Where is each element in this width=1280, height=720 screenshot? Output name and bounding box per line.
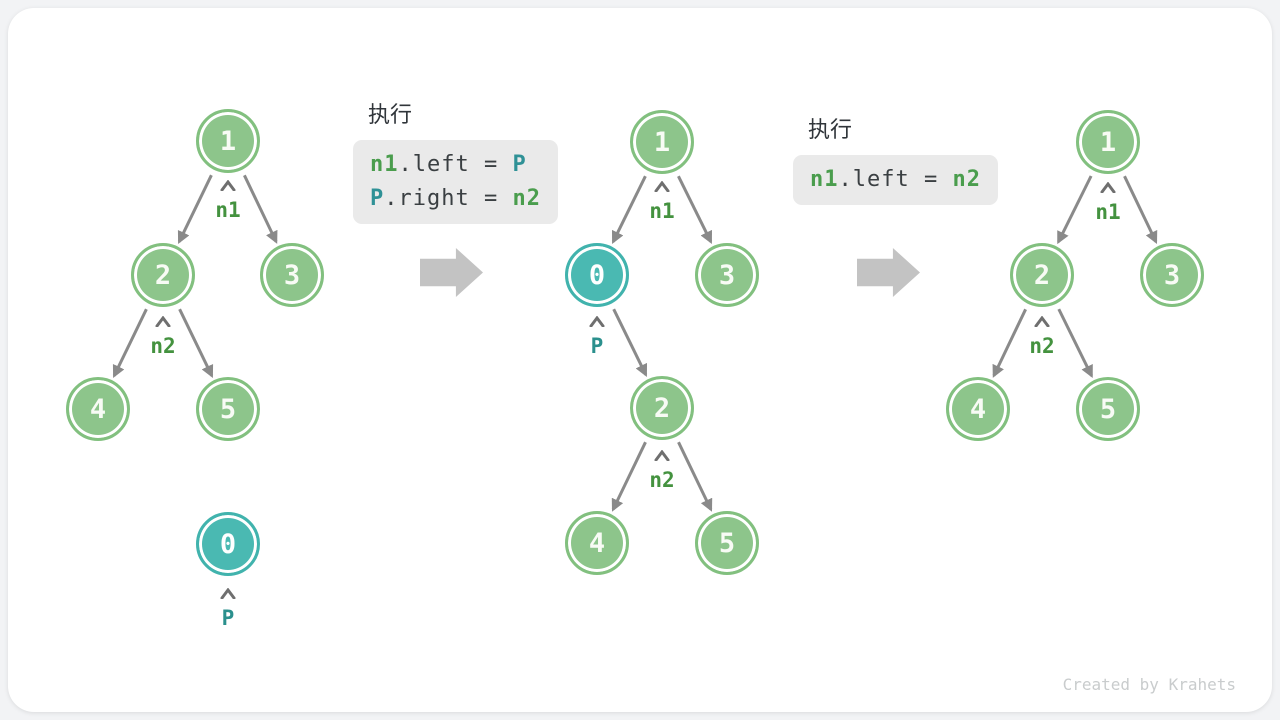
tree3-node-3: 3 xyxy=(1140,243,1204,307)
pointer-caret-icon xyxy=(1100,182,1116,193)
code-line: n1.left = n2 xyxy=(810,163,981,197)
pointer-caret-icon xyxy=(220,588,236,599)
code-token: P xyxy=(512,152,527,177)
code-line: P.right = n2 xyxy=(370,182,541,216)
tree2-node-0-p: 0 xyxy=(565,243,629,307)
tree3-node-5: 5 xyxy=(1076,377,1140,441)
code-token: P xyxy=(370,186,385,211)
pointer-p: P xyxy=(565,316,629,357)
tree1-edge-1-3 xyxy=(243,174,278,244)
pointer-p: P xyxy=(196,588,260,629)
pointer-n2: n2 xyxy=(630,450,694,491)
code-token: .right = xyxy=(384,186,513,211)
tree3-edge-2-5 xyxy=(1057,308,1093,379)
tree1-edge-1-2 xyxy=(177,174,213,244)
code-token: n1 xyxy=(370,152,399,177)
pointer-caret-icon xyxy=(654,181,670,192)
tree3-node-2: 2 xyxy=(1010,243,1074,307)
tree2-edge-2-5 xyxy=(677,441,713,512)
pointer-n1: n1 xyxy=(196,180,260,221)
tree2-node-4: 4 xyxy=(565,511,629,575)
tree2-edge-1-3 xyxy=(677,175,713,244)
pointer-label: n1 xyxy=(1095,200,1121,224)
tree2-edge-0-2 xyxy=(612,308,648,377)
code-token: n2 xyxy=(952,167,981,192)
pointer-caret-icon xyxy=(1034,316,1050,327)
tree2-edge-2-4 xyxy=(611,441,647,512)
pointer-n1: n1 xyxy=(1076,182,1140,223)
tree2-node-2: 2 xyxy=(630,376,694,440)
tree1-node-2: 2 xyxy=(131,243,195,307)
tree3-edge-1-2 xyxy=(1057,175,1093,245)
code-token: n1 xyxy=(810,167,839,192)
pointer-label: n2 xyxy=(150,334,176,358)
tree1-edge-2-4 xyxy=(112,308,148,378)
code-token: .left = xyxy=(398,152,513,177)
pointer-label: P xyxy=(590,334,604,358)
tree2-node-1: 1 xyxy=(630,110,694,174)
tree2-node-5: 5 xyxy=(695,511,759,575)
tree3-node-4: 4 xyxy=(946,377,1010,441)
code-token: .left = xyxy=(838,167,953,192)
pointer-label: n2 xyxy=(649,468,675,492)
pointer-caret-icon xyxy=(654,450,670,461)
tree1-edge-2-5 xyxy=(178,308,214,378)
step2-code-block: n1.left = n2 xyxy=(793,155,998,205)
tree3-edge-2-4 xyxy=(992,308,1027,378)
tree1-node-5: 5 xyxy=(196,377,260,441)
code-token: n2 xyxy=(512,186,541,211)
pointer-label: n2 xyxy=(1029,334,1055,358)
pointer-label: P xyxy=(221,606,235,630)
pointer-n2: n2 xyxy=(1010,316,1074,357)
pointer-caret-icon xyxy=(589,316,605,327)
step1-code-block: n1.left = P P.right = n2 xyxy=(353,140,558,224)
watermark-credit: Created by Krahets xyxy=(1062,675,1236,694)
pointer-label: n1 xyxy=(215,198,241,222)
pointer-caret-icon xyxy=(220,180,236,191)
tree3-edge-1-3 xyxy=(1123,175,1158,244)
tree2-edge-1-0 xyxy=(611,175,647,244)
pointer-caret-icon xyxy=(155,316,171,327)
tree3-node-1: 1 xyxy=(1076,110,1140,174)
pointer-n2: n2 xyxy=(131,316,195,357)
tree2-node-3: 3 xyxy=(695,243,759,307)
code-line: n1.left = P xyxy=(370,148,541,182)
step1-heading: 执行 xyxy=(368,102,413,127)
tree1-node-3: 3 xyxy=(260,243,324,307)
tree1-node-1: 1 xyxy=(196,109,260,173)
pointer-label: n1 xyxy=(649,199,675,223)
pointer-n1: n1 xyxy=(630,181,694,222)
tree1-node-0-p: 0 xyxy=(196,512,260,576)
step2-heading: 执行 xyxy=(808,117,853,142)
tree1-node-4: 4 xyxy=(66,377,130,441)
